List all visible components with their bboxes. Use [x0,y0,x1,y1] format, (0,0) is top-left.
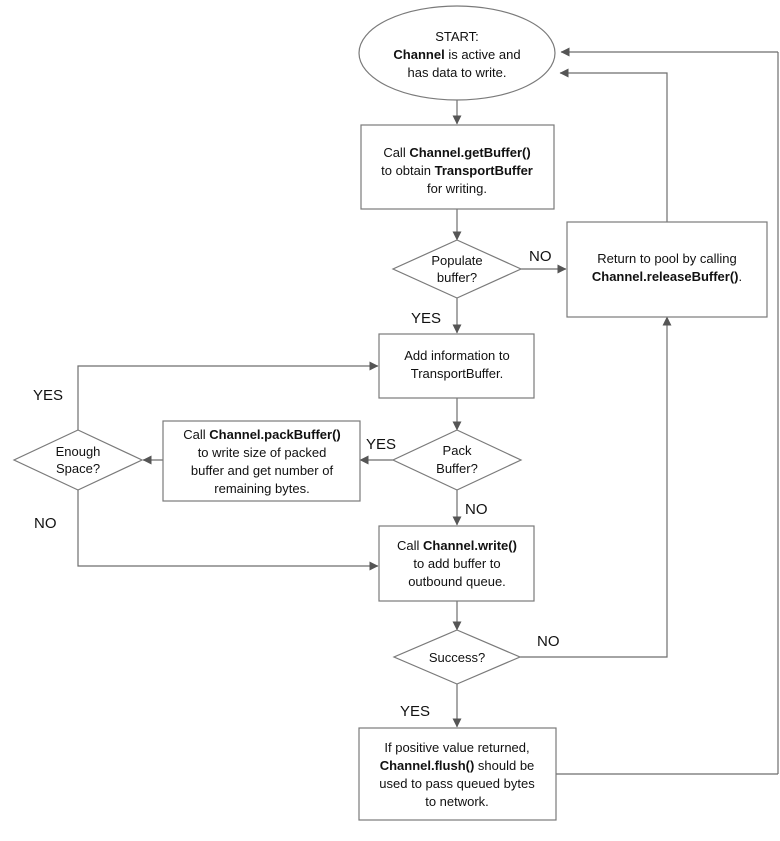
svg-text:to add buffer to: to add buffer to [413,556,500,571]
add-info-node: Add information to TransportBuffer. [378,333,535,399]
pack-buffer-node: Call Channel.packBuffer() to write size … [162,420,361,502]
svg-text:Channel is active and: Channel is active and [393,47,520,62]
svg-text:Space?: Space? [56,461,100,476]
label-populate-no: NO [529,248,552,265]
edge-enough-no-to-write [77,490,379,571]
pack-buffer-line-3: buffer and get number of [191,463,334,478]
edge-success-no-to-release [520,316,672,658]
release-buffer-node: Return to pool by calling Channel.releas… [566,221,768,318]
write-line-2: to add buffer to [413,556,500,571]
flush-line-4: to network. [425,794,489,809]
svg-text:Add information to: Add information to [404,348,510,363]
flush-node: If positive value returned, Channel.flus… [358,727,557,821]
svg-text:Pack: Pack [443,443,472,458]
enough-line-1: Enough [56,444,101,459]
write-line-3: outbound queue. [408,574,506,589]
pack-line-1: Pack [443,443,472,458]
svg-text:for writing.: for writing. [427,181,487,196]
write-line-1-pre: Call [397,538,423,553]
svg-text:to obtain TransportBuffer: to obtain TransportBuffer [381,163,533,178]
svg-text:buffer?: buffer? [437,270,477,285]
release-line-2-rest: . [739,269,743,284]
svg-text:Call Channel.packBuffer(): Call Channel.packBuffer() [183,427,340,442]
edge-enough-yes-to-addinfo [77,361,379,430]
svg-text:Populate: Populate [431,253,482,268]
label-pack-no: NO [465,501,488,518]
svg-text:Call Channel.getBuffer(): Call Channel.getBuffer() [383,145,530,160]
success-decision: Success? [392,629,522,685]
get-buffer-line-3: for writing. [427,181,487,196]
populate-line-2: buffer? [437,270,477,285]
connectors [77,47,779,775]
label-populate-yes: YES [411,310,441,327]
svg-text:TransportBuffer.: TransportBuffer. [411,366,504,381]
start-line-1: START: [435,29,479,44]
svg-text:START:: START: [435,29,479,44]
start-line-3: has data to write. [408,65,507,80]
svg-text:buffer and get number of: buffer and get number of [191,463,334,478]
svg-text:Channel.releaseBuffer().: Channel.releaseBuffer(). [592,269,742,284]
svg-text:Enough: Enough [56,444,101,459]
label-enough-yes: YES [33,387,63,404]
svg-text:to write size of packed: to write size of packed [198,445,327,460]
pack-buffer-line-2: to write size of packed [198,445,327,460]
flush-line-2-rest: should be [474,758,534,773]
svg-text:Buffer?: Buffer? [436,461,478,476]
svg-text:Channel.flush() should be: Channel.flush() should be [380,758,535,773]
enough-line-2: Space? [56,461,100,476]
get-buffer-line-2-bold: TransportBuffer [435,163,533,178]
svg-text:remaining bytes.: remaining bytes. [214,481,309,496]
label-success-yes: YES [400,703,430,720]
get-buffer-line-2-pre: to obtain [381,163,435,178]
write-node: Call Channel.write() to add buffer to ou… [378,525,535,602]
add-info-line-2: TransportBuffer. [411,366,504,381]
add-info-line-1: Add information to [404,348,510,363]
svg-text:to network.: to network. [425,794,489,809]
label-success-no: NO [537,633,560,650]
start-node: START: Channel is active and has data to… [358,5,556,101]
get-buffer-node: Call Channel.getBuffer() to obtain Trans… [360,124,555,210]
pack-buffer-line-1-pre: Call [183,427,209,442]
write-line-1-bold: Channel.write() [423,538,517,553]
populate-decision: Populate buffer? [391,239,523,299]
populate-line-1: Populate [431,253,482,268]
get-buffer-line-1-bold: Channel.getBuffer() [409,145,530,160]
svg-text:outbound queue.: outbound queue. [408,574,506,589]
label-pack-yes: YES [366,436,396,453]
svg-text:Success?: Success? [429,650,485,665]
flush-line-1: If positive value returned, [384,740,529,755]
success-line-1: Success? [429,650,485,665]
pack-line-2: Buffer? [436,461,478,476]
flush-line-3: used to pass queued bytes [379,776,535,791]
edge-labels: NO YES YES YES NO NO NO YES [33,248,560,720]
label-enough-no: NO [34,515,57,532]
get-buffer-line-1-pre: Call [383,145,409,160]
start-line-2-rest: is active and [445,47,521,62]
release-line-2-bold: Channel.releaseBuffer() [592,269,739,284]
pack-buffer-line-1-bold: Channel.packBuffer() [209,427,340,442]
release-line-1: Return to pool by calling [597,251,736,266]
enough-space-decision: Enough Space? [12,429,144,491]
start-line-2-bold: Channel [393,47,444,62]
pack-decision: Pack Buffer? [391,429,523,491]
svg-text:Return to pool by calling: Return to pool by calling [597,251,736,266]
svg-text:has data to write.: has data to write. [408,65,507,80]
edge-release-to-start [559,68,668,222]
svg-text:used to pass queued bytes: used to pass queued bytes [379,776,535,791]
svg-text:If positive value returned,: If positive value returned, [384,740,529,755]
pack-buffer-line-4: remaining bytes. [214,481,309,496]
flush-line-2-bold: Channel.flush() [380,758,475,773]
svg-text:Call Channel.write(): Call Channel.write() [397,538,517,553]
